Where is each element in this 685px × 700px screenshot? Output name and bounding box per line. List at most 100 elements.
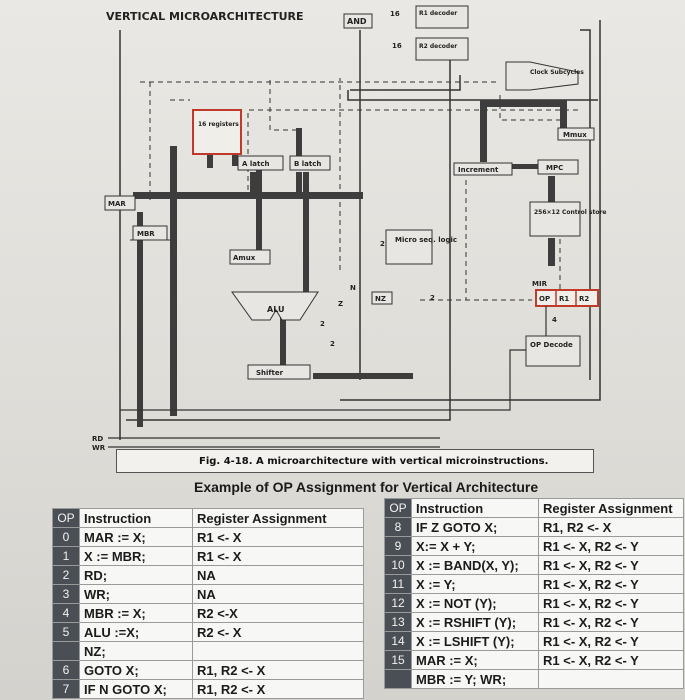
register-cell: R1 <- X, R2 <- Y	[538, 574, 684, 594]
mar-label: MAR	[108, 200, 126, 208]
register-cell: R1 <- X, R2 <- Y	[538, 593, 684, 613]
op-cell: 11	[384, 574, 412, 594]
mir-op-field: OP	[539, 295, 550, 303]
instruction-cell: ALU :=X;	[79, 622, 193, 642]
instruction-cell: MAR := X;	[79, 527, 193, 547]
instruction-cell: X := BAND(X, Y);	[411, 555, 539, 575]
bus-width-4: 4	[552, 316, 557, 324]
register-cell: NA	[192, 584, 364, 604]
op-cell: 0	[52, 527, 80, 547]
op-cell: 1	[52, 546, 80, 566]
registers-label: 16 registers	[198, 121, 239, 128]
a-latch-label: A latch	[242, 160, 269, 168]
instruction-cell: X := Y;	[411, 574, 539, 594]
op-cell: 3	[52, 584, 80, 604]
amux-label: Amux	[233, 254, 256, 262]
register-cell: R1 <- X, R2 <- Y	[538, 536, 684, 556]
alu-label: ALU	[267, 305, 285, 314]
register-cell: R2 <-X	[192, 603, 364, 623]
micro-seq-label: Micro seq. logic	[395, 236, 457, 244]
increment-label: Increment	[458, 166, 499, 174]
b-latch-label: B latch	[294, 160, 321, 168]
instruction-cell: NZ;	[79, 641, 193, 661]
register-cell: R1 <- X, R2 <- Y	[538, 555, 684, 575]
instruction-cell: WR;	[79, 584, 193, 604]
instruction-cell: RD;	[79, 565, 193, 585]
op-cell: 15	[384, 650, 412, 670]
control-store-label: 256×12 Control store	[534, 209, 606, 216]
op-cell: 6	[52, 660, 80, 680]
table-header-row: OP Instruction Register Assignment	[52, 508, 364, 528]
r2-decoder-label: R2 decoder	[419, 43, 457, 50]
op-cell: 10	[384, 555, 412, 575]
op-cell: 13	[384, 612, 412, 632]
op-cell	[384, 669, 412, 689]
bus-width-2a: 2	[380, 240, 385, 248]
mpc-label: MPC	[546, 164, 563, 172]
register-cell: NA	[192, 565, 364, 585]
mir-r2-field: R2	[579, 295, 589, 303]
op-cell: 2	[52, 565, 80, 585]
register-cell: R1 <- X	[192, 527, 364, 547]
shifter-label: Shifter	[256, 369, 284, 377]
microarchitecture-diagram: VERTICAL MICROARCHITECTURE	[92, 5, 606, 452]
clock-label: Clock Subcycles	[530, 69, 584, 76]
register-cell	[538, 669, 684, 689]
register-cell: R2 <- X	[192, 622, 364, 642]
op-cell: 7	[52, 679, 80, 699]
op-cell: 8	[384, 517, 412, 537]
instruction-cell: GOTO X;	[79, 660, 193, 680]
bus-width-16b: 16	[392, 42, 402, 50]
register-cell: R1, R2 <- X	[192, 679, 364, 699]
registers-block	[192, 109, 242, 155]
z-label: Z	[338, 300, 343, 308]
bus-width-16a: 16	[390, 10, 400, 18]
table-header-row: OP Instruction Register Assignment	[384, 498, 684, 518]
op-cell: 14	[384, 631, 412, 651]
instruction-cell: X := RSHIFT (Y);	[411, 612, 539, 632]
header-register: Register Assignment	[538, 498, 684, 518]
register-cell: R1 <- X	[192, 546, 364, 566]
op-cell	[52, 641, 80, 661]
mbr-label: MBR	[137, 230, 155, 238]
table-row: NZ;	[52, 641, 364, 661]
header-op: OP	[384, 498, 412, 518]
op-cell: 5	[52, 622, 80, 642]
header-instruction: Instruction	[79, 508, 193, 528]
rd-label: RD	[92, 435, 103, 443]
r1-decoder-label: R1 decoder	[419, 10, 457, 17]
register-cell: R1, R2 <- X	[192, 660, 364, 680]
instruction-cell: IF N GOTO X;	[79, 679, 193, 699]
mir-r1-field: R1	[559, 295, 569, 303]
and-gate-label: AND	[347, 17, 367, 26]
header-instruction: Instruction	[411, 498, 539, 518]
instruction-cell: X := NOT (Y);	[411, 593, 539, 613]
figure-caption: Fig. 4-18. A microarchitecture with vert…	[116, 449, 594, 473]
instruction-cell: X:= X + Y;	[411, 536, 539, 556]
register-cell: R1 <- X, R2 <- Y	[538, 650, 684, 670]
mmux-label: Mmux	[563, 131, 587, 139]
nz-label: NZ	[375, 295, 386, 303]
mir-label: MIR	[532, 280, 548, 288]
instruction-cell: X := MBR;	[79, 546, 193, 566]
wr-label: WR	[92, 444, 106, 452]
instruction-cell: IF Z GOTO X;	[411, 517, 539, 537]
op-cell: 4	[52, 603, 80, 623]
register-cell: R1 <- X, R2 <- Y	[538, 631, 684, 651]
diagram-title: VERTICAL MICROARCHITECTURE	[106, 10, 304, 23]
